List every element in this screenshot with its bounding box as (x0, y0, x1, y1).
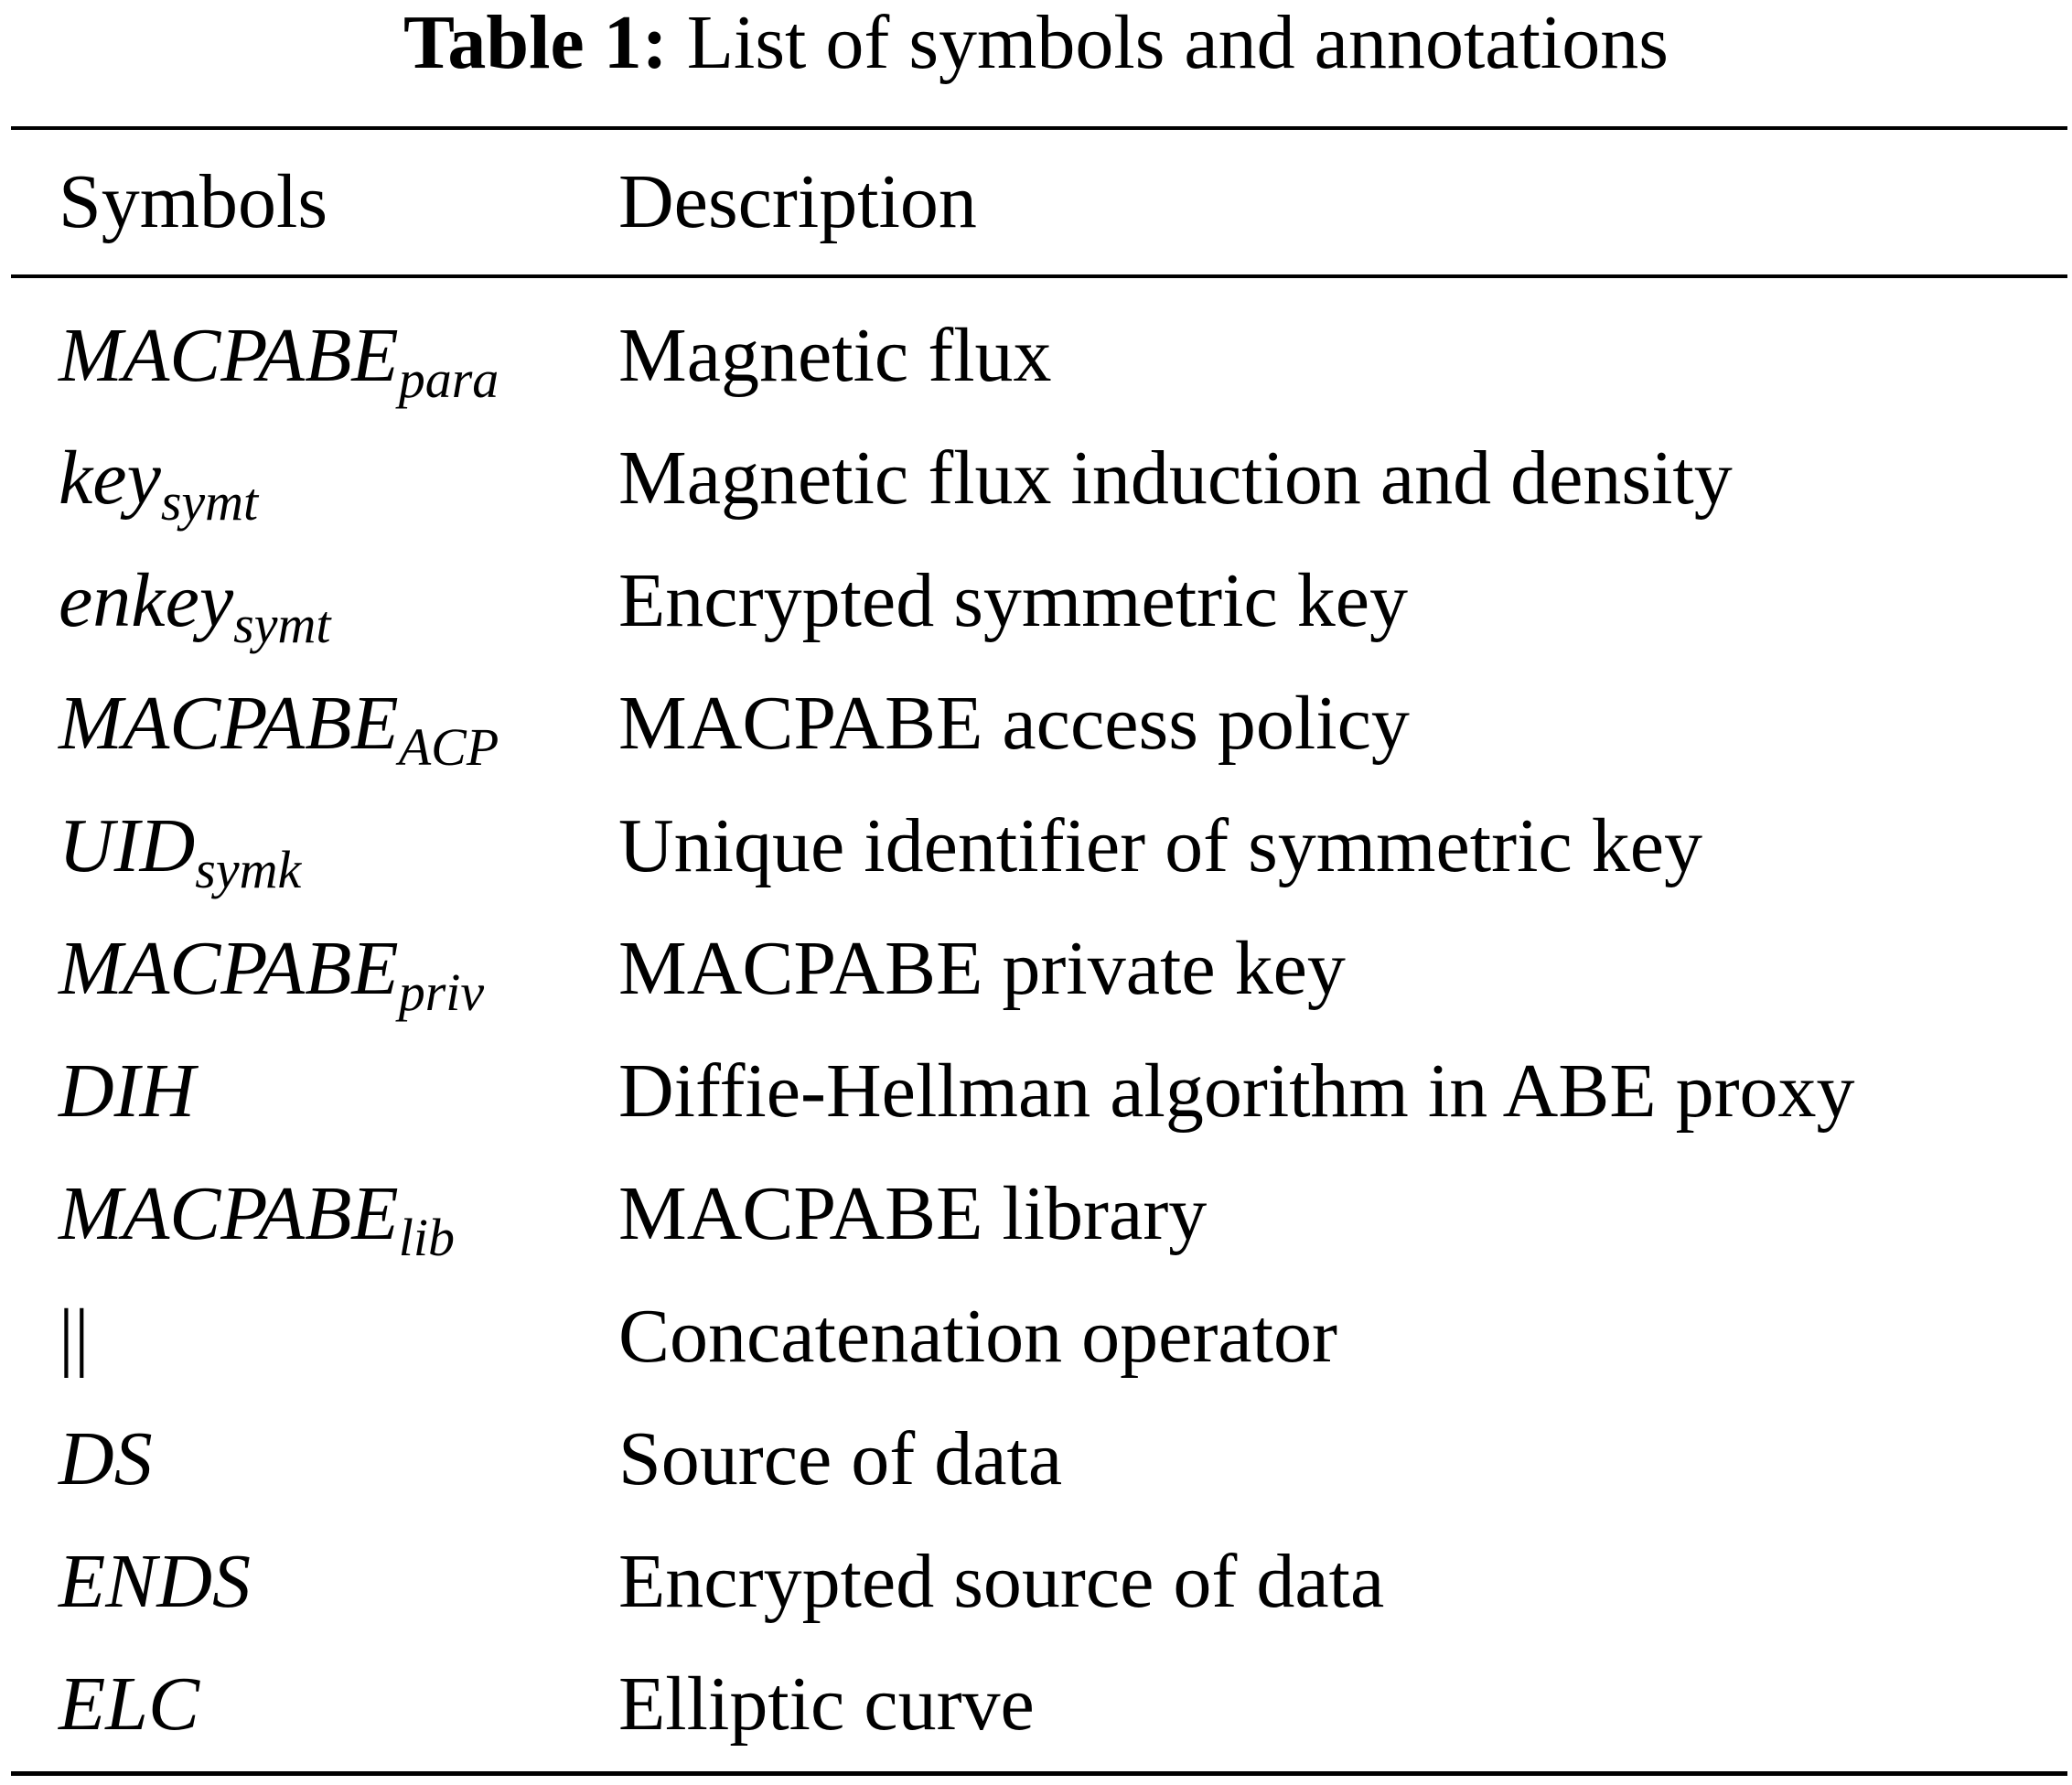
table-row: DS Source of data (0, 1398, 2072, 1521)
description-cell: Encrypted source of data (618, 1539, 1385, 1624)
symbol-main: ENDS (59, 1539, 251, 1624)
description-cell: MACPABE library (618, 1171, 1208, 1256)
bottom-rule (11, 1771, 2067, 1776)
symbol-cell: ENDS (59, 1521, 251, 1651)
top-rule (11, 126, 2067, 130)
symbol-main: ELC (59, 1661, 200, 1747)
symbol-main: || (59, 1294, 90, 1379)
symbol-cell: ELC (59, 1643, 199, 1773)
symbol-cell: UIDsymk (59, 785, 301, 915)
symbol-cell: keysymt (59, 417, 258, 547)
table-row: keysymt Magnetic flux induction and dens… (0, 417, 2072, 540)
table-row: MACPABElib MACPABE library (0, 1153, 2072, 1275)
table-caption: Table 1: List of symbols and annotations (0, 0, 2072, 86)
symbol-cell: MACPABEpriv (59, 908, 484, 1038)
table-row: MACPABEpriv MACPABE private key (0, 908, 2072, 1030)
caption-label: Table 1: (403, 0, 668, 85)
table-row: || Concatenation operator (0, 1275, 2072, 1398)
description-cell: Elliptic curve (618, 1661, 1035, 1747)
table-row: ENDS Encrypted source of data (0, 1521, 2072, 1643)
description-cell: Diffie-Hellman algorithm in ABE proxy (618, 1048, 1855, 1134)
symbol-cell: DIH (59, 1030, 195, 1160)
description-cell: Source of data (618, 1416, 1063, 1501)
symbol-subscript: ACP (398, 717, 499, 777)
description-cell: Encrypted symmetric key (618, 558, 1409, 643)
table-body: MACPABEpara Magnetic flux keysymt Magnet… (0, 295, 2072, 1766)
symbol-main: MACPABE (59, 313, 399, 398)
symbol-subscript: symk (195, 840, 302, 899)
caption-text: List of symbols and annotations (686, 0, 1669, 85)
header-rule (11, 274, 2067, 278)
header-description: Description (618, 159, 977, 244)
description-cell: Concatenation operator (618, 1294, 1338, 1379)
description-cell: MACPABE private key (618, 926, 1346, 1011)
table-row: enkeysymt Encrypted symmetric key (0, 540, 2072, 662)
symbol-main: MACPABE (59, 1171, 399, 1256)
table-row: MACPABEACP MACPABE access policy (0, 662, 2072, 785)
symbol-subscript: symt (160, 472, 259, 532)
table-header-row: Symbols Description (0, 148, 2072, 256)
symbol-subscript: para (398, 349, 499, 409)
description-cell: MACPABE access policy (618, 681, 1410, 766)
table-row: UIDsymk Unique identifier of symmetric k… (0, 785, 2072, 908)
symbol-main: UID (59, 803, 196, 888)
symbol-main: MACPABE (59, 681, 399, 766)
table-row: MACPABEpara Magnetic flux (0, 295, 2072, 417)
symbol-cell: || (59, 1275, 90, 1405)
symbol-cell: MACPABEpara (59, 295, 499, 425)
symbol-cell: MACPABEACP (59, 662, 499, 792)
symbol-main: MACPABE (59, 926, 399, 1011)
symbol-subscript: symt (233, 595, 331, 654)
symbol-cell: MACPABElib (59, 1153, 455, 1283)
header-symbols: Symbols (59, 159, 328, 244)
symbol-subscript: lib (398, 1208, 455, 1267)
table-row: DIH Diffie-Hellman algorithm in ABE prox… (0, 1030, 2072, 1153)
description-cell: Unique identifier of symmetric key (618, 803, 1702, 888)
symbol-main: DS (59, 1416, 153, 1501)
description-cell: Magnetic flux induction and density (618, 435, 1733, 521)
symbol-cell: enkeysymt (59, 540, 330, 670)
symbol-cell: DS (59, 1398, 153, 1528)
symbol-subscript: priv (398, 962, 485, 1022)
description-cell: Magnetic flux (618, 313, 1052, 398)
table-row: ELC Elliptic curve (0, 1643, 2072, 1766)
symbol-main: DIH (59, 1048, 196, 1134)
symbol-main: key (59, 435, 161, 521)
symbol-main: enkey (59, 558, 234, 643)
